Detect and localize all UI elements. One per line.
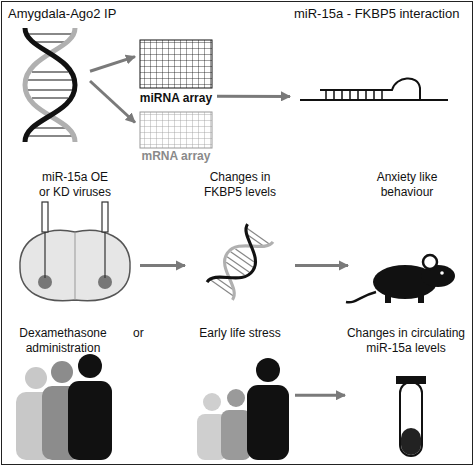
person-head xyxy=(256,358,280,382)
panel-caption: Dexamethasone administration xyxy=(8,326,118,356)
mouse-leg xyxy=(418,295,424,303)
flow-arrow xyxy=(295,394,345,397)
figure-panel: Changes in FKBP5 levels xyxy=(185,166,295,308)
people-group xyxy=(197,358,289,460)
tube-sample xyxy=(401,428,421,455)
conjunction-label: or xyxy=(133,326,144,341)
base-pairs xyxy=(326,90,382,100)
panel-caption: mRNA array xyxy=(135,149,217,164)
tube-cap xyxy=(396,376,426,384)
mouse-tail xyxy=(346,292,376,302)
panel-caption: miR-15a - FKBP5 interaction xyxy=(294,6,470,22)
flow-arrow xyxy=(90,57,135,72)
mouse-ear xyxy=(423,255,437,269)
panel-caption: Early life stress xyxy=(185,326,295,341)
figure-panel: Dexamethasone administration xyxy=(4,320,122,462)
flow-arrow xyxy=(295,264,348,267)
brain-slice xyxy=(20,202,130,301)
figure-panel: miR-15a OE or KD viruses xyxy=(10,166,140,308)
syringe-barrel xyxy=(42,202,48,232)
panel-caption: Anxiety like behaviour xyxy=(369,170,445,200)
person-head xyxy=(227,389,245,407)
microarray-grid xyxy=(140,40,212,88)
figure-panel: Anxiety like behaviour xyxy=(348,166,466,308)
mouse-leg xyxy=(385,295,391,303)
figure-panel: miRNA array xyxy=(135,35,217,107)
figure-panel: mRNA array xyxy=(135,108,217,166)
syringe-needle xyxy=(44,232,45,278)
test-tube xyxy=(396,376,426,456)
dna-helix xyxy=(207,224,273,300)
flow-arrow xyxy=(90,81,135,123)
flow-arrow xyxy=(217,95,290,98)
brain-outline xyxy=(20,230,130,300)
figure-panel: Early life stress xyxy=(185,320,295,462)
panel-caption: Changes in FKBP5 levels xyxy=(202,170,278,200)
flow-arrow xyxy=(140,264,185,267)
syringe-needle xyxy=(104,232,105,278)
person-head xyxy=(78,354,102,378)
figure-panel: miR-15a - FKBP5 interaction xyxy=(290,4,470,109)
panel-caption: Amygdala-Ago2 IP xyxy=(8,6,158,22)
mirna-loop xyxy=(320,78,420,100)
person-body xyxy=(68,381,112,460)
figure-panel: Amygdala-Ago2 IP xyxy=(8,4,90,144)
figure-panel: Changes in circulating miR-15a levels xyxy=(345,320,467,462)
hairpin-symbol xyxy=(300,78,448,100)
panel-caption: miR-15a OE or KD viruses xyxy=(37,170,113,200)
people-group xyxy=(16,354,112,460)
microarray-grid xyxy=(140,112,212,148)
midline xyxy=(75,232,76,300)
person-head xyxy=(203,393,221,411)
person-body xyxy=(221,410,251,460)
person-body xyxy=(247,385,289,460)
panel-caption: Changes in circulating miR-15a levels xyxy=(345,326,467,356)
person-head xyxy=(25,367,47,389)
mouse-silhouette xyxy=(346,255,455,303)
tube-glass xyxy=(400,382,422,456)
dna-helix xyxy=(25,28,75,142)
person-head xyxy=(51,361,73,383)
mouse-eye xyxy=(440,271,444,275)
syringe-barrel xyxy=(102,202,108,232)
panel-caption: miRNA array xyxy=(135,91,217,106)
